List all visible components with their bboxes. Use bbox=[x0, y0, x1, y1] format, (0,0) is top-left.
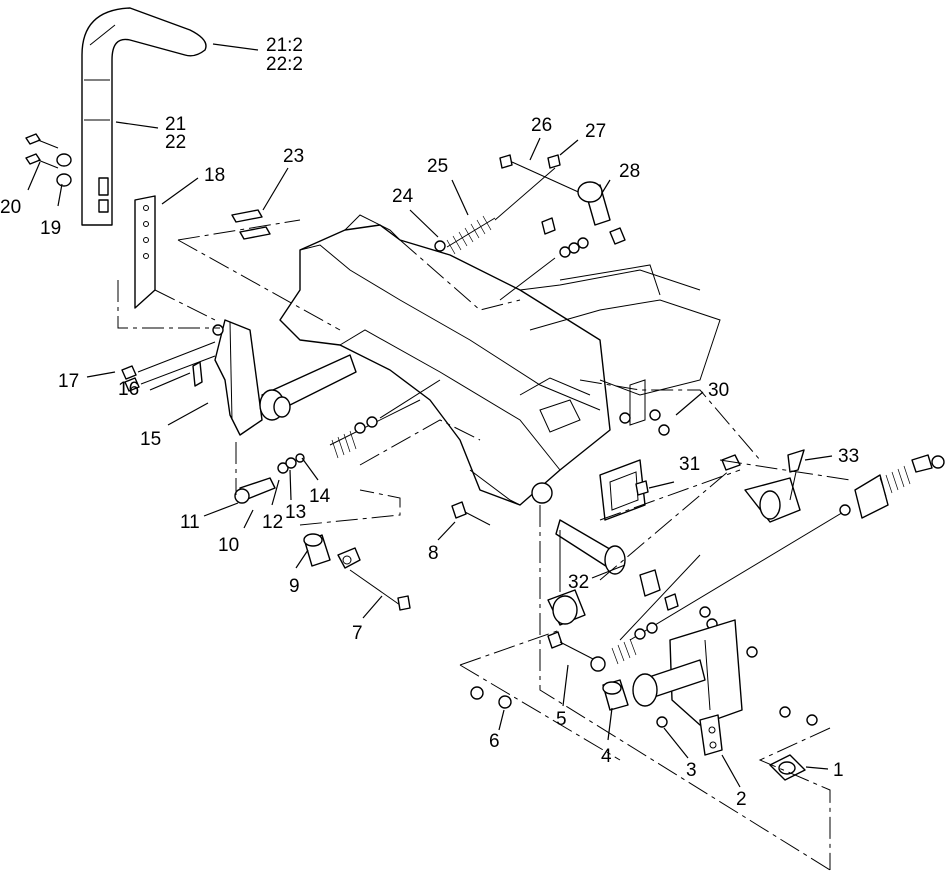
callout-9: 9 bbox=[289, 576, 300, 597]
callout-4: 4 bbox=[601, 746, 612, 767]
callout-7: 7 bbox=[352, 623, 363, 644]
callout-19: 19 bbox=[40, 218, 61, 239]
callout-13: 13 bbox=[285, 502, 306, 523]
callout-16: 16 bbox=[118, 379, 139, 400]
bolts-23 bbox=[231, 209, 271, 240]
callout-26: 26 bbox=[531, 115, 552, 136]
callout-20: 20 bbox=[0, 197, 21, 218]
callout-3: 3 bbox=[686, 760, 697, 781]
callout-22-2: 22:2 bbox=[266, 54, 303, 75]
mount-plate bbox=[134, 195, 156, 309]
callout-25: 25 bbox=[427, 156, 448, 177]
callout-12: 12 bbox=[262, 512, 283, 533]
callout-2: 2 bbox=[736, 789, 747, 810]
callout-8: 8 bbox=[428, 543, 439, 564]
callout-32: 32 bbox=[568, 572, 589, 593]
control-handle bbox=[81, 7, 207, 226]
callout-1: 1 bbox=[833, 760, 844, 781]
spacer-bolt-left bbox=[303, 501, 491, 611]
callout-31: 31 bbox=[679, 454, 700, 475]
callout-21-2: 21:2 bbox=[266, 35, 303, 56]
right-linkage bbox=[619, 409, 945, 641]
callout-22: 22 bbox=[165, 132, 186, 153]
callout-21: 21 bbox=[165, 114, 186, 135]
callout-33: 33 bbox=[838, 446, 859, 467]
leader-lines bbox=[27, 43, 833, 788]
dashed-reference-lines bbox=[117, 219, 851, 871]
callout-10: 10 bbox=[218, 535, 239, 556]
callout-28: 28 bbox=[619, 161, 640, 182]
callout-11: 11 bbox=[180, 512, 200, 533]
callout-15: 15 bbox=[140, 429, 161, 450]
callout-labels: 21:2 22:2 21 22 23 18 20 19 24 25 26 27 … bbox=[0, 35, 859, 810]
callout-23: 23 bbox=[283, 146, 304, 167]
left-bracket bbox=[121, 319, 357, 436]
callout-17: 17 bbox=[58, 371, 79, 392]
main-frame bbox=[279, 214, 721, 521]
callout-5: 5 bbox=[556, 709, 567, 730]
callout-14: 14 bbox=[309, 486, 331, 507]
callout-6: 6 bbox=[489, 731, 500, 752]
handle-bolts bbox=[25, 133, 72, 187]
callout-24: 24 bbox=[392, 186, 414, 207]
lower-right-assembly bbox=[470, 519, 818, 781]
callout-18: 18 bbox=[204, 165, 225, 186]
callout-27: 27 bbox=[585, 121, 606, 142]
callout-30: 30 bbox=[708, 380, 729, 401]
rod-end-left bbox=[234, 379, 441, 504]
